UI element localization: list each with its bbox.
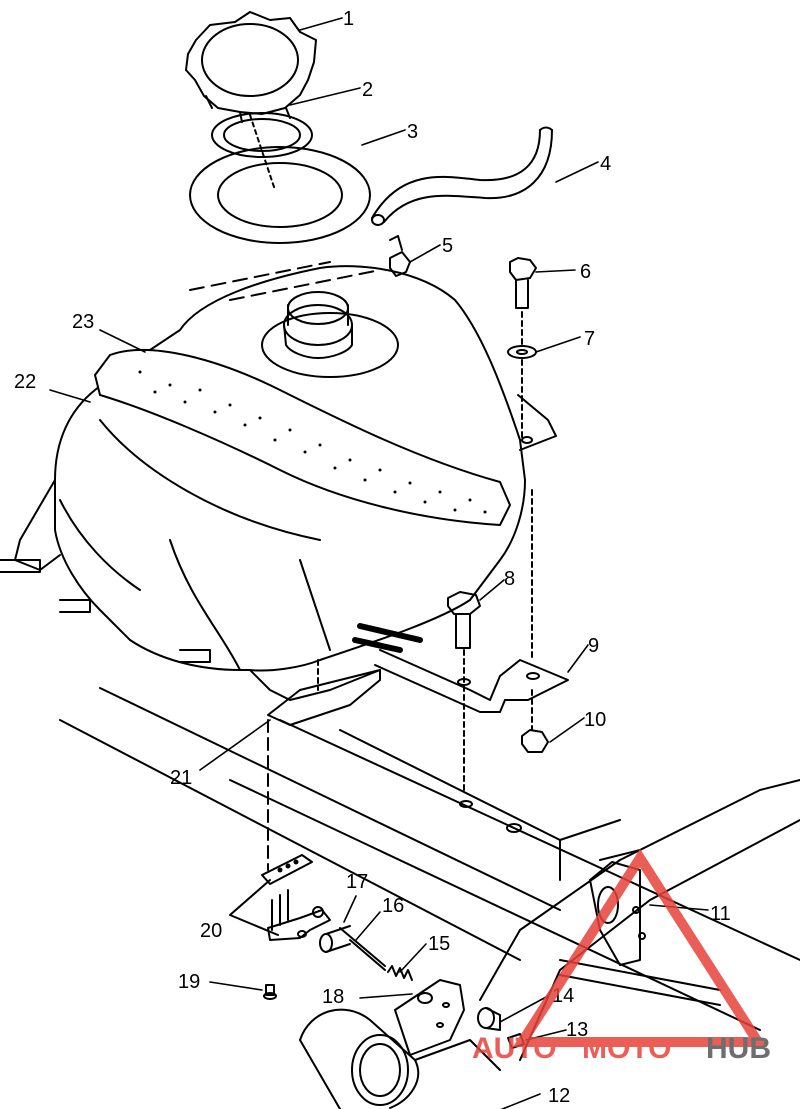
pad-21	[267, 669, 381, 726]
bolt-6	[509, 257, 537, 309]
callout-9: 9	[588, 635, 599, 657]
watermark-logo: AUTO MOTO HUB	[472, 848, 771, 1065]
nut-10	[521, 729, 549, 753]
bracket-9	[352, 623, 569, 713]
callout-17: 17	[346, 871, 368, 893]
callout-13: 13	[566, 1019, 588, 1041]
callout-16: 16	[382, 895, 404, 917]
callout-1: 1	[343, 8, 354, 30]
fuel-valve	[261, 854, 331, 941]
fastener-14	[477, 1007, 501, 1031]
fuel-tank	[0, 265, 526, 701]
callout-22: 22	[14, 371, 36, 393]
foam-pad	[94, 348, 511, 526]
leader-lines	[49, 17, 709, 1109]
callout-10: 10	[584, 709, 606, 731]
tank-neck	[261, 291, 399, 378]
screw-19	[263, 984, 277, 1000]
housing-12	[299, 1008, 501, 1109]
callout-3: 3	[407, 121, 418, 143]
callout-5: 5	[442, 235, 453, 257]
callout-21: 21	[170, 767, 192, 789]
frame-rails	[59, 687, 800, 1061]
bolt-8	[447, 591, 481, 649]
gas-cap	[185, 11, 317, 123]
spring-15	[387, 965, 413, 981]
cap-gasket	[211, 112, 313, 158]
plate-18	[394, 979, 465, 1056]
callout-11: 11	[710, 903, 731, 925]
callout-2: 2	[362, 79, 373, 101]
vent-hose	[371, 126, 553, 226]
callout-4: 4	[600, 153, 611, 175]
callout-23: 23	[72, 311, 94, 333]
callout-6: 6	[580, 261, 591, 283]
callout-7: 7	[584, 328, 595, 350]
cap-seal	[189, 146, 371, 244]
callout-15: 15	[428, 933, 450, 955]
vent-fitting	[389, 235, 411, 277]
watermark-text-auto: AUTO	[472, 1032, 556, 1065]
callout-18: 18	[322, 986, 344, 1008]
watermark-triangle-icon	[512, 848, 768, 1047]
callout-8: 8	[504, 568, 515, 590]
frame-bracket-11	[559, 861, 721, 1006]
callout-12: 12	[548, 1085, 570, 1107]
callout-20: 20	[200, 920, 222, 942]
washer-7	[507, 345, 537, 359]
valve-shaft	[319, 925, 386, 971]
watermark-text-hub: HUB	[706, 1032, 771, 1065]
callout-19: 19	[178, 971, 200, 993]
watermark-text-moto: MOTO	[582, 1032, 671, 1065]
